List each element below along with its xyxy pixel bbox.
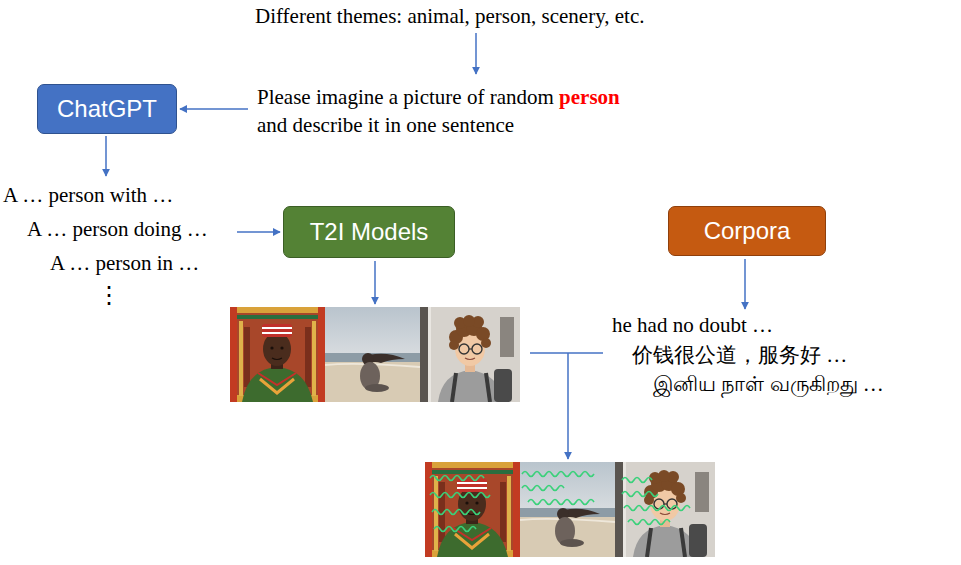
overlay-glyphs	[432, 510, 480, 515]
prompt-keyword: person	[559, 85, 620, 109]
flow-arrow	[237, 231, 280, 233]
process-box: Corpora	[668, 206, 826, 256]
ellipsis-mark: ⋮	[97, 282, 121, 308]
corpus-sample: he had no doubt …	[612, 313, 773, 337]
flow-arrow	[105, 136, 107, 176]
generated-image	[420, 307, 520, 402]
overlay-glyphs	[628, 520, 670, 525]
box-label: Corpora	[704, 217, 791, 245]
text-block: A … person doing …	[27, 216, 208, 242]
overlay-glyphs	[528, 500, 594, 505]
overlay-glyphs	[624, 506, 690, 511]
merge-bracket	[530, 352, 603, 354]
text-image	[615, 462, 715, 557]
text-block: 价钱很公道，服务好 …	[632, 342, 847, 368]
box-label: ChatGPT	[57, 95, 157, 123]
process-box: T2I Models	[283, 206, 455, 258]
merge-arrow	[567, 353, 569, 459]
caption-sample: A … person in …	[50, 251, 199, 275]
flow-arrow	[374, 261, 376, 304]
prompt-text: and describe it in one sentence	[257, 111, 620, 139]
flow-arrow	[475, 33, 477, 74]
overlay-glyphs	[622, 492, 658, 497]
overlay-glyphs	[434, 527, 476, 532]
text-block: ⋮	[97, 280, 121, 310]
caption-sample: A … person with …	[3, 183, 173, 207]
process-box: ChatGPT	[37, 84, 177, 134]
overlay-glyphs	[522, 472, 594, 477]
text-block: he had no doubt …	[612, 312, 773, 338]
prompt-text: Please imagine a picture of random	[257, 85, 554, 109]
text-block: A … person with …	[3, 182, 173, 208]
generated-image	[230, 307, 325, 402]
text-block: இனிய நாள் வருகிறது …	[653, 370, 884, 398]
caption-sample: A … person doing …	[27, 217, 208, 241]
arrow-layer	[106, 33, 745, 459]
corpus-sample: இனிய நாள் வருகிறது …	[653, 372, 884, 396]
overlay-glyphs	[430, 476, 484, 481]
text-block: Different themes: animal, person, scener…	[255, 3, 645, 29]
generated-images	[230, 307, 520, 402]
corpus-sample: 价钱很公道，服务好 …	[632, 343, 847, 367]
overlay-glyphs	[430, 493, 490, 498]
overlay-glyphs	[522, 486, 564, 491]
text-block: A … person in …	[50, 250, 199, 276]
text-image	[425, 462, 520, 557]
box-label: T2I Models	[310, 218, 429, 246]
overlay-glyphs	[430, 472, 690, 532]
flow-arrow	[180, 108, 248, 110]
theme-note: Different themes: animal, person, scener…	[255, 4, 645, 28]
generated-image	[325, 307, 420, 402]
overlay-glyphs	[622, 478, 652, 483]
text-rendered-images	[425, 462, 715, 557]
flow-arrow	[744, 259, 746, 309]
text-image	[520, 462, 615, 557]
text-block: Please imagine a picture of randomperson…	[257, 83, 620, 139]
